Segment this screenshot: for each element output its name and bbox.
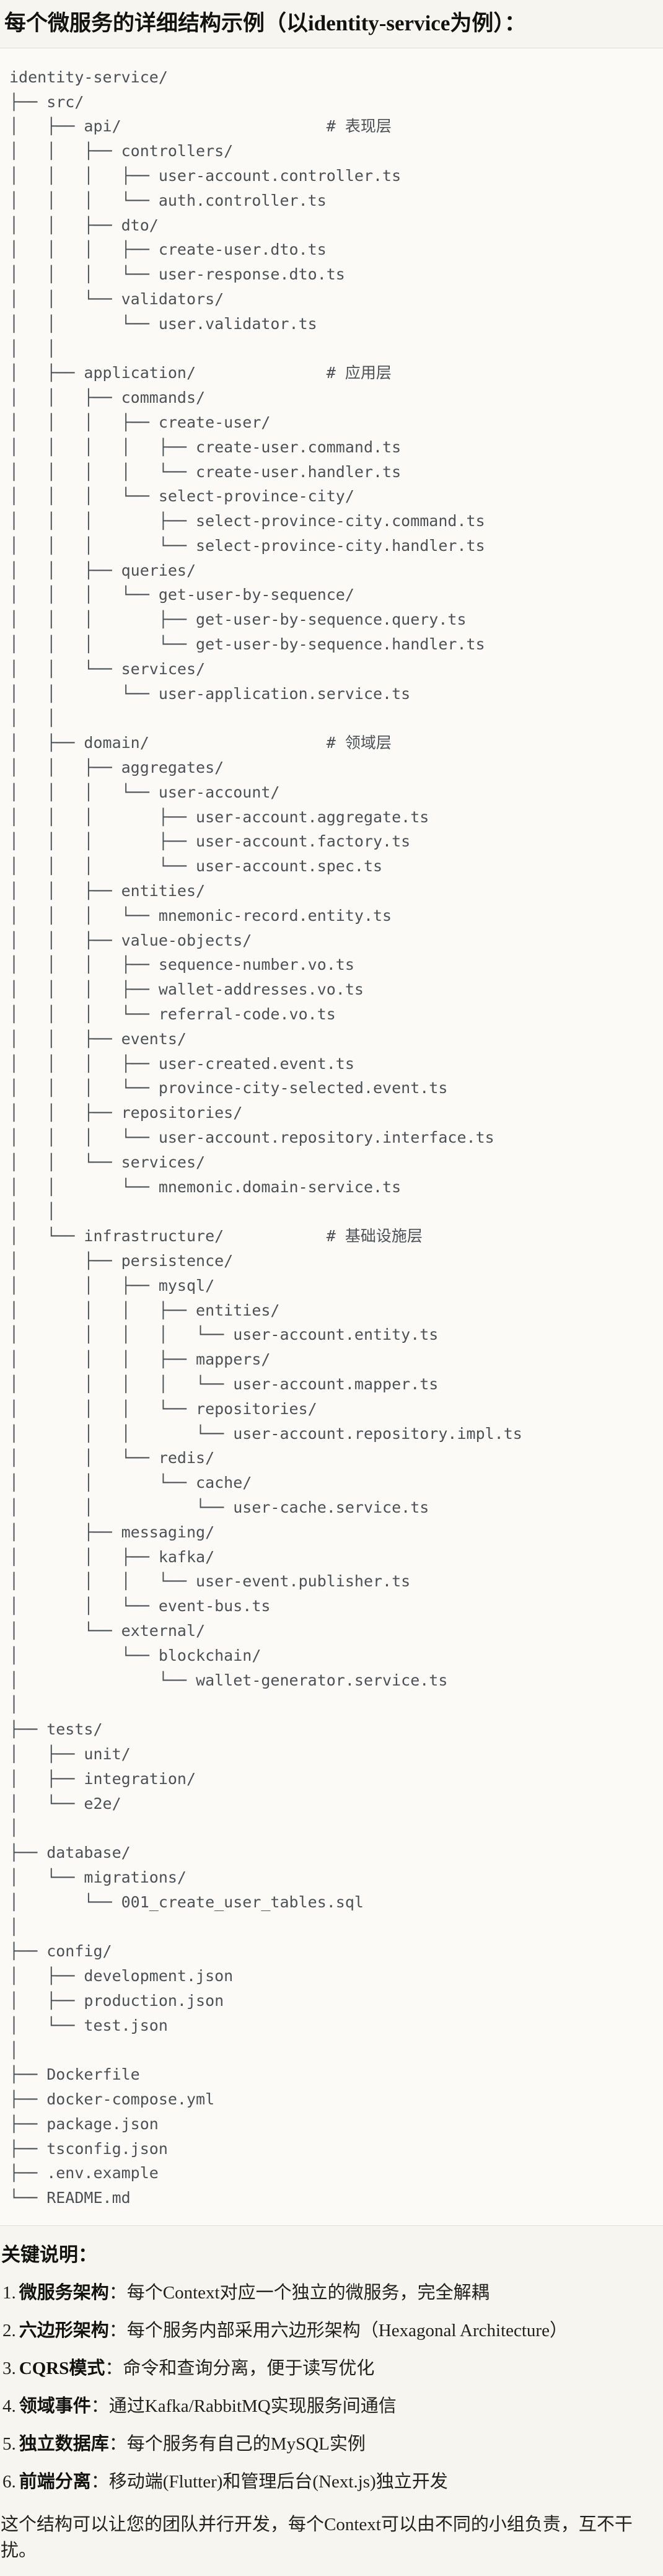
list-number: 2. [2, 2320, 16, 2341]
list-separator: ： [90, 2396, 109, 2417]
list-label: CQRS模式 [19, 2358, 105, 2379]
list-item: 2.六边形架构：每个服务内部采用六边形架构（Hexagonal Architec… [2, 2318, 663, 2344]
list-separator: ： [108, 2282, 127, 2303]
list-text: 通过Kafka/RabbitMQ实现服务间通信 [108, 2396, 397, 2417]
list-item: 1.微服务架构：每个Context对应一个独立的微服务，完全解耦 [2, 2280, 663, 2306]
list-separator: ： [90, 2472, 109, 2492]
list-label: 微服务架构 [19, 2282, 109, 2303]
list-text: 命令和查询分离，便于读写优化 [123, 2358, 375, 2379]
list-item: 5.独立数据库：每个服务有自己的MySQL实例 [2, 2431, 663, 2457]
page-title: 每个微服务的详细结构示例（以identity-service为例）： [4, 11, 526, 35]
notes-list: 1.微服务架构：每个Context对应一个独立的微服务，完全解耦 2.六边形架构… [0, 2280, 663, 2495]
list-number: 4. [2, 2396, 16, 2417]
list-text: 每个服务内部采用六边形架构（Hexagonal Architecture） [126, 2320, 568, 2341]
list-item: 4.领域事件：通过Kafka/RabbitMQ实现服务间通信 [2, 2393, 663, 2419]
list-text: 移动端(Flutter)和管理后台(Next.js)独立开发 [108, 2472, 448, 2492]
list-item: 6.前端分离：移动端(Flutter)和管理后台(Next.js)独立开发 [2, 2469, 663, 2495]
list-number: 6. [2, 2472, 16, 2492]
list-label: 前端分离 [19, 2472, 91, 2492]
notes-heading: 关键说明： [1, 2244, 97, 2266]
list-label: 独立数据库 [19, 2434, 109, 2455]
closing-paragraph: 这个结构可以让您的团队并行开发，每个Context可以由不同的小组负责，互不干扰… [1, 2515, 633, 2561]
list-separator: ： [105, 2358, 123, 2379]
list-number: 3. [2, 2358, 16, 2379]
list-number: 5. [2, 2434, 16, 2455]
list-label: 六边形架构 [19, 2320, 109, 2341]
code-block: identity-service/ ├── src/ │ ├── api/ # … [0, 47, 663, 2227]
list-text: 每个服务有自己的MySQL实例 [126, 2434, 366, 2455]
list-separator: ： [108, 2320, 127, 2341]
list-item: 3.CQRS模式：命令和查询分离，便于读写优化 [2, 2355, 663, 2381]
list-separator: ： [108, 2434, 127, 2455]
directory-tree: identity-service/ ├── src/ │ ├── api/ # … [9, 68, 522, 2207]
list-text: 每个Context对应一个独立的微服务，完全解耦 [126, 2282, 490, 2303]
list-label: 领域事件 [19, 2396, 91, 2417]
list-number: 1. [2, 2282, 16, 2303]
